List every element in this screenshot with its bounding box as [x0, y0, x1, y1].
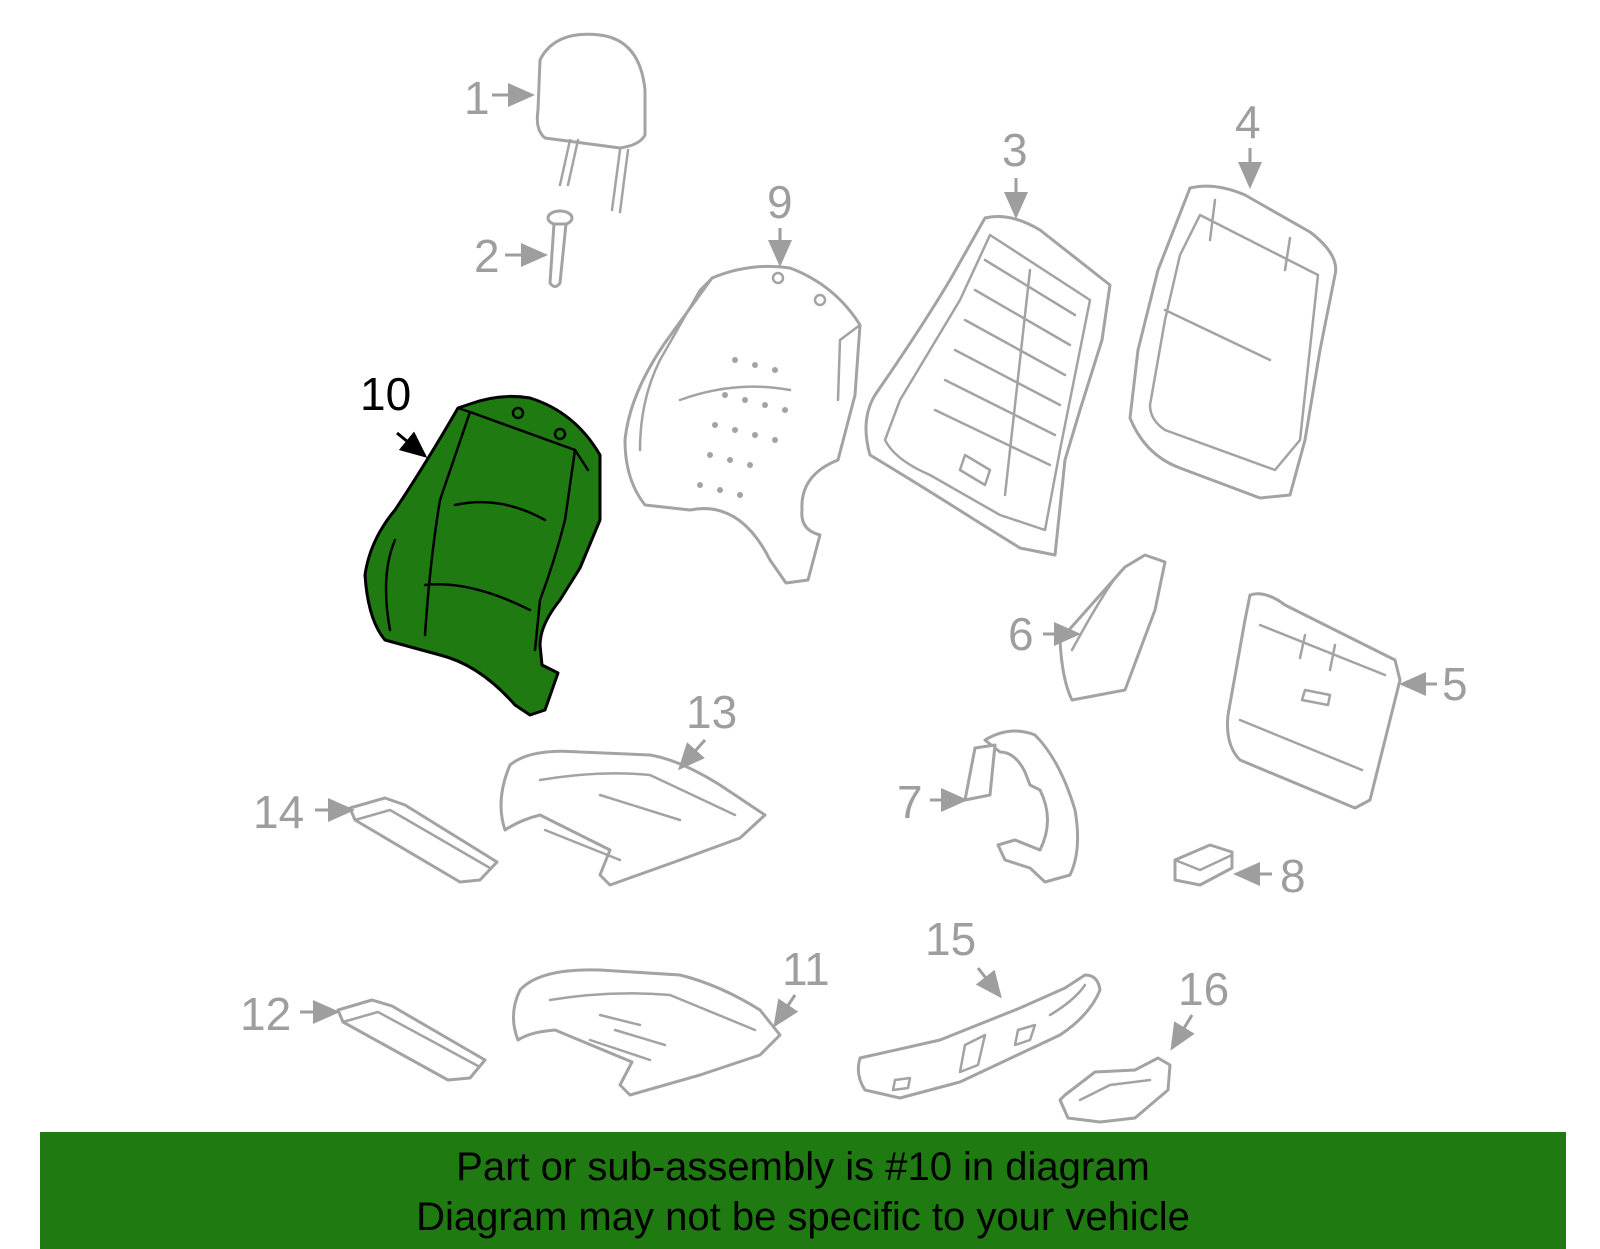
caption-line-disclaimer: Diagram may not be specific to your vehi…	[416, 1195, 1190, 1239]
caption-banner: Part or sub-assembly is #10 in diagram D…	[40, 1132, 1566, 1249]
part-side-pad	[1058, 553, 1167, 702]
callout-1[interactable]: 1	[464, 72, 490, 124]
callout-16[interactable]: 16	[1178, 963, 1229, 1015]
callout-12[interactable]: 12	[240, 988, 291, 1040]
part-seatback-pad	[623, 264, 862, 585]
callout-6[interactable]: 6	[1008, 608, 1034, 660]
callout-13[interactable]: 13	[686, 686, 737, 738]
part-wire-harness	[963, 729, 1080, 884]
part-headrest	[535, 32, 647, 214]
part-pad-12	[336, 998, 487, 1082]
callout-4[interactable]: 4	[1235, 96, 1261, 148]
part-pad-14	[348, 796, 499, 884]
callout-14[interactable]: 14	[253, 786, 304, 838]
callout-10[interactable]: 10	[360, 368, 411, 420]
caption-line-part-number: Part or sub-assembly is #10 in diagram	[456, 1145, 1150, 1189]
part-seatback-frame	[864, 215, 1112, 557]
part-clip	[1173, 843, 1234, 887]
part-seat-cushion-pad	[512, 968, 782, 1097]
part-back-panel	[1128, 184, 1338, 500]
part-seat-cushion-cover	[499, 749, 767, 887]
callout-3[interactable]: 3	[1002, 124, 1028, 176]
part-back-cover-panel	[1226, 592, 1402, 810]
callout-2[interactable]: 2	[474, 230, 500, 282]
part-bracket	[1058, 1056, 1172, 1124]
part-guide-pin	[546, 209, 574, 288]
callout-9[interactable]: 9	[767, 176, 793, 228]
part-side-trim	[856, 973, 1102, 1100]
part-seatback-cover-highlighted[interactable]	[363, 395, 602, 717]
callout-11[interactable]: 11	[782, 943, 830, 995]
callout-numbers: 1 2 3 4 5 6 7 8 9 10 11 12 13 14 15 16	[240, 72, 1468, 1040]
callout-5[interactable]: 5	[1442, 658, 1468, 710]
callout-7[interactable]: 7	[897, 776, 923, 828]
callout-15[interactable]: 15	[925, 913, 976, 965]
callout-leaders	[300, 83, 1437, 1051]
callout-8[interactable]: 8	[1280, 850, 1306, 902]
